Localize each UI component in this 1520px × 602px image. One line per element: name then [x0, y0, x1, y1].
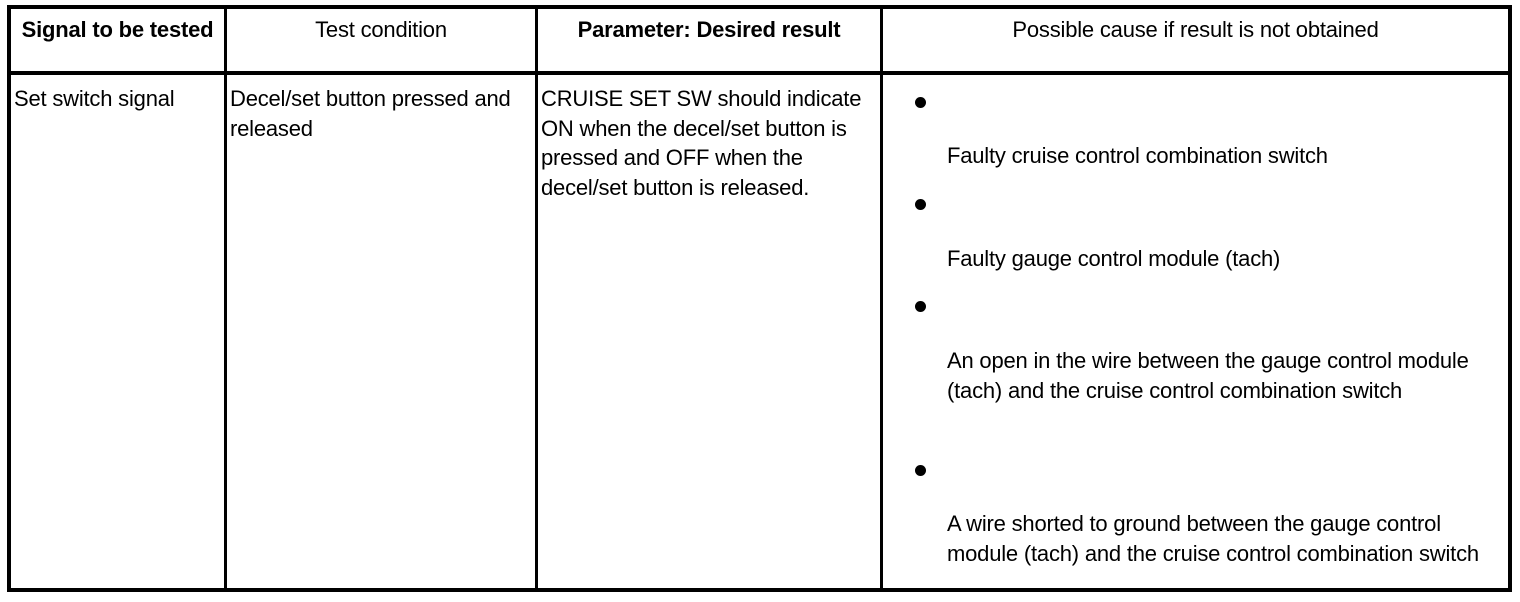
header-label-parameter: Parameter: Desired result — [577, 17, 841, 42]
header-cell-signal: Signal to be tested — [11, 9, 224, 71]
diagnostic-table: Signal to be tested Test condition Param… — [7, 5, 1512, 592]
bullet-icon — [915, 301, 926, 312]
header-label-test-condition: Test condition — [315, 17, 447, 42]
cell-test-condition: Decel/set button pressed and released — [224, 75, 535, 588]
possible-cause-text: Faulty cruise control combination switch — [947, 143, 1328, 168]
cell-parameter-desired-result: CRUISE SET SW should indicate ON when th… — [535, 75, 880, 588]
header-cell-test-condition: Test condition — [224, 9, 535, 71]
possible-cause-text: A wire shorted to ground between the gau… — [947, 511, 1479, 566]
cell-signal-to-be-tested: Set switch signal — [11, 75, 224, 588]
header-label-signal: Signal to be tested — [21, 17, 214, 42]
value-parameter-desired-result: CRUISE SET SW should indicate ON when th… — [541, 86, 862, 200]
cell-possible-causes: Faulty cruise control combination switch… — [880, 75, 1508, 588]
header-cell-parameter: Parameter: Desired result — [535, 9, 880, 71]
bullet-icon — [915, 199, 926, 210]
table-row: Set switch signal Decel/set button press… — [11, 75, 1508, 588]
possible-cause-text: An open in the wire between the gauge co… — [947, 348, 1469, 403]
table-header-row: Signal to be tested Test condition Param… — [11, 9, 1508, 75]
bullet-icon — [915, 97, 926, 108]
header-label-possible-cause: Possible cause if result is not obtained — [1012, 17, 1379, 42]
header-cell-possible-cause: Possible cause if result is not obtained — [880, 9, 1508, 71]
bullet-icon — [915, 465, 926, 476]
value-test-condition: Decel/set button pressed and released — [230, 86, 511, 141]
value-signal-to-be-tested: Set switch signal — [14, 86, 175, 111]
possible-cause-text: Faulty gauge control module (tach) — [947, 246, 1281, 271]
